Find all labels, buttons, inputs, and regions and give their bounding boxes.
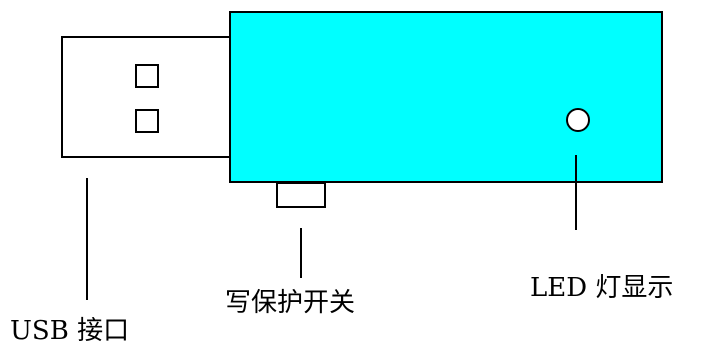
drive-body <box>229 11 663 183</box>
connector-contact-bottom <box>135 109 159 133</box>
write-protect-switch-label: 写保护开关 <box>225 288 356 318</box>
usb-connector <box>61 36 238 158</box>
connector-contact-top <box>135 64 159 88</box>
led-indicator-label: LED 灯显示 <box>530 273 674 303</box>
write-protect-switch <box>276 182 326 208</box>
led-indicator <box>566 108 590 132</box>
usb-port-label: USB 接口 <box>10 316 130 346</box>
